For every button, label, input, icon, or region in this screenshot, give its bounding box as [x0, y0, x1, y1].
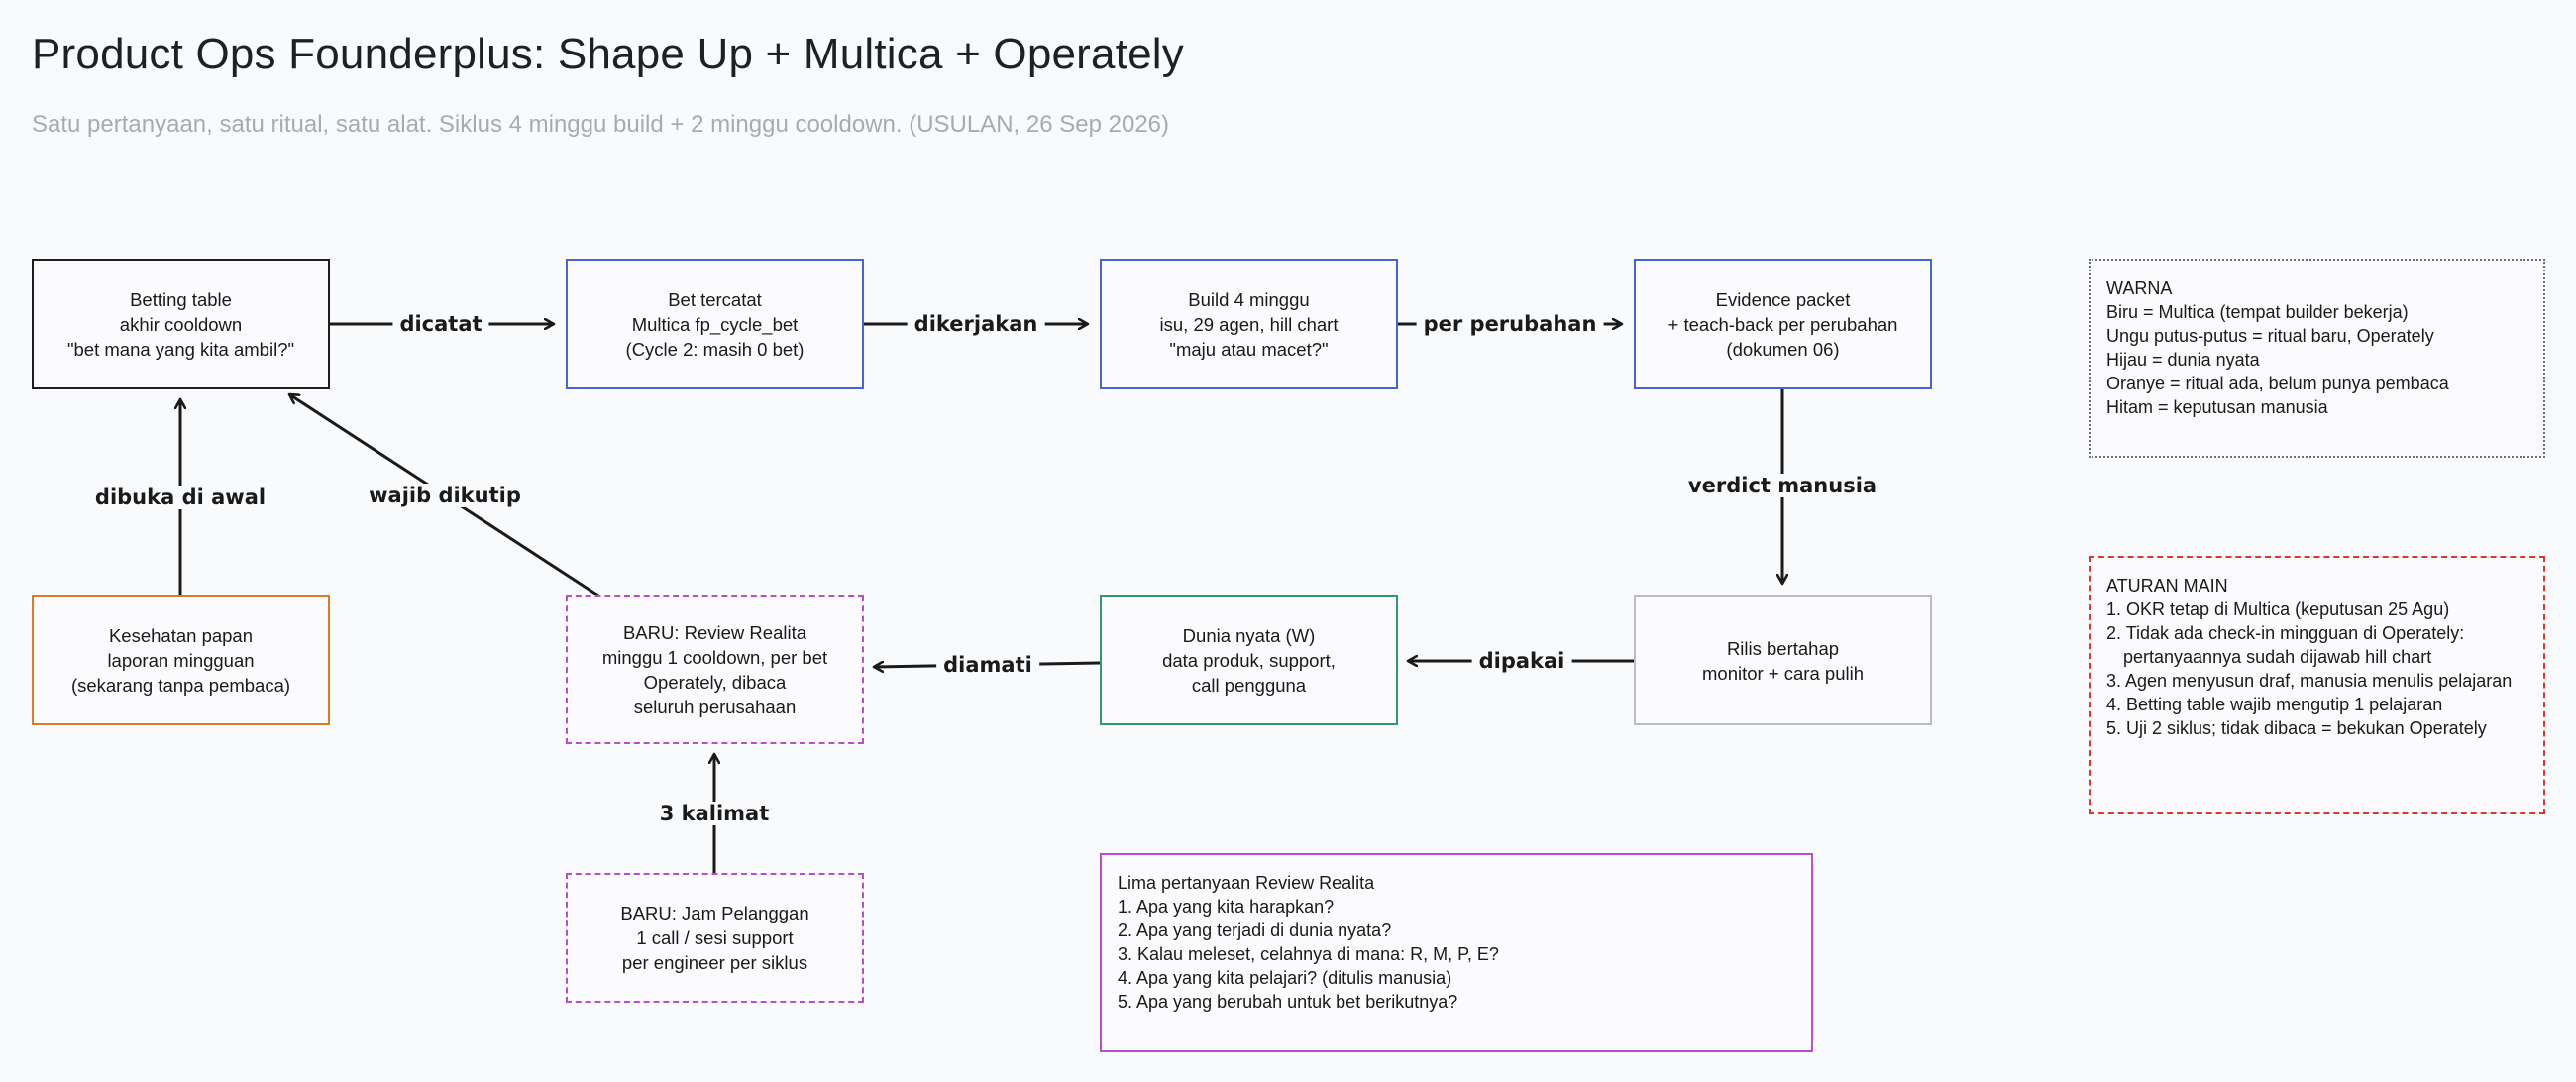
- rules-aturan-main: ATURAN MAIN 1. OKR tetap di Multica (kep…: [2089, 556, 2545, 814]
- edge-label-wajib-dikutip: wajib dikutip: [362, 484, 528, 507]
- node-line: (dokumen 06): [1726, 338, 1840, 360]
- edge-label-dibuka-di-awal: dibuka di awal: [87, 486, 273, 509]
- edge-label-dikerjakan: dikerjakan: [907, 312, 1045, 336]
- node-line: data produk, support,: [1162, 650, 1336, 671]
- page-subtitle: Satu pertanyaan, satu ritual, satu alat.…: [32, 111, 1170, 138]
- node-line: akhir cooldown: [119, 313, 243, 335]
- rules-line: 1. OKR tetap di Multica (keputusan 25 Ag…: [2106, 599, 2450, 619]
- node-review-realita: BARU: Review Realita minggu 1 cooldown, …: [566, 595, 864, 744]
- node-rilis-bertahap: Rilis bertahap monitor + cara pulih: [1634, 595, 1932, 725]
- edge-label-diamati: diamati: [936, 653, 1039, 677]
- node-line: Betting table: [130, 288, 232, 310]
- rules-line: 5. Uji 2 siklus; tidak dibaca = bekukan …: [2106, 718, 2487, 738]
- rules-line: 4. Betting table wajib mengutip 1 pelaja…: [2106, 695, 2443, 714]
- node-line: Dunia nyata (W): [1182, 625, 1316, 646]
- node-line: minggu 1 cooldown, per bet: [601, 647, 828, 668]
- node-line: 1 call / sesi support: [636, 927, 794, 948]
- edge-label-3-kalimat: 3 kalimat: [652, 802, 777, 825]
- node-line: "bet mana yang kita ambil?": [66, 338, 295, 360]
- question-line: 4. Apa yang kita pelajari? (ditulis manu…: [1118, 968, 1452, 988]
- node-line: laporan mingguan: [107, 650, 255, 671]
- edge-label-verdict-manusia: verdict manusia: [1680, 474, 1884, 497]
- node-line: seluruh perusahaan: [633, 697, 797, 717]
- node-line: Rilis bertahap: [1726, 637, 1840, 659]
- node-line: Kesehatan papan: [108, 625, 254, 646]
- node-line: per engineer per siklus: [621, 952, 808, 973]
- node-line: + teach-back per perubahan: [1667, 313, 1898, 335]
- node-line: Multica fp_cycle_bet: [631, 313, 799, 335]
- node-line: Operately, dibaca: [643, 672, 787, 693]
- edge-label-dipakai: dipakai: [1471, 649, 1572, 673]
- legend-line: Ungu putus-putus = ritual baru, Operatel…: [2106, 326, 2434, 346]
- edge-label-dicatat: dicatat: [392, 312, 489, 336]
- node-evidence-packet: Evidence packet + teach-back per perubah…: [1634, 259, 1932, 389]
- node-line: BARU: Jam Pelanggan: [620, 903, 809, 923]
- legend-warna: WARNA Biru = Multica (tempat builder bek…: [2089, 259, 2545, 458]
- question-line: 1. Apa yang kita harapkan?: [1118, 897, 1335, 917]
- node-line: call pengguna: [1191, 675, 1307, 696]
- node-line: monitor + cara pulih: [1702, 662, 1864, 684]
- legend-line: Biru = Multica (tempat builder bekerja): [2106, 302, 2409, 322]
- node-line: BARU: Review Realita: [622, 622, 807, 643]
- legend-line: Hitam = keputusan manusia: [2106, 397, 2328, 417]
- node-line: (Cycle 2: masih 0 bet): [625, 338, 805, 360]
- node-kesehatan-papan: Kesehatan papan laporan mingguan (sekara…: [32, 595, 330, 725]
- rules-line: pertanyaannya sudah dijawab hill chart: [2123, 647, 2432, 667]
- node-line: "maju atau macet?": [1169, 338, 1329, 360]
- rules-title: ATURAN MAIN: [2106, 576, 2228, 595]
- rules-line: 3. Agen menyusun draf, manusia menulis p…: [2106, 671, 2513, 691]
- node-bet-tercatat: Bet tercatat Multica fp_cycle_bet (Cycle…: [566, 259, 864, 389]
- node-jam-pelanggan: BARU: Jam Pelanggan 1 call / sesi suppor…: [566, 873, 864, 1003]
- node-betting-table: Betting table akhir cooldown "bet mana y…: [32, 259, 330, 389]
- node-line: Evidence packet: [1715, 288, 1851, 310]
- question-line: 3. Kalau meleset, celahnya di mana: R, M…: [1118, 944, 1499, 964]
- node-line: Bet tercatat: [668, 288, 762, 310]
- legend-line: Oranye = ritual ada, belum punya pembaca: [2106, 374, 2449, 393]
- node-line: isu, 29 agen, hill chart: [1159, 313, 1339, 335]
- questions-title: Lima pertanyaan Review Realita: [1118, 873, 1375, 893]
- page-title: Product Ops Founderplus: Shape Up + Mult…: [32, 30, 1184, 78]
- node-line: Build 4 minggu: [1188, 288, 1310, 310]
- question-line: 5. Apa yang berubah untuk bet berikutnya…: [1118, 992, 1458, 1012]
- node-dunia-nyata: Dunia nyata (W) data produk, support, ca…: [1100, 595, 1398, 725]
- node-build-4-minggu: Build 4 minggu isu, 29 agen, hill chart …: [1100, 259, 1398, 389]
- lima-pertanyaan-note: Lima pertanyaan Review Realita 1. Apa ya…: [1100, 853, 1813, 1052]
- legend-title: WARNA: [2106, 278, 2173, 298]
- node-line: (sekarang tanpa pembaca): [70, 675, 291, 696]
- question-line: 2. Apa yang terjadi di dunia nyata?: [1118, 920, 1392, 940]
- legend-line: Hijau = dunia nyata: [2106, 350, 2260, 370]
- rules-line: 2. Tidak ada check-in mingguan di Operat…: [2106, 623, 2465, 643]
- edge-label-per-perubahan: per perubahan: [1416, 312, 1604, 336]
